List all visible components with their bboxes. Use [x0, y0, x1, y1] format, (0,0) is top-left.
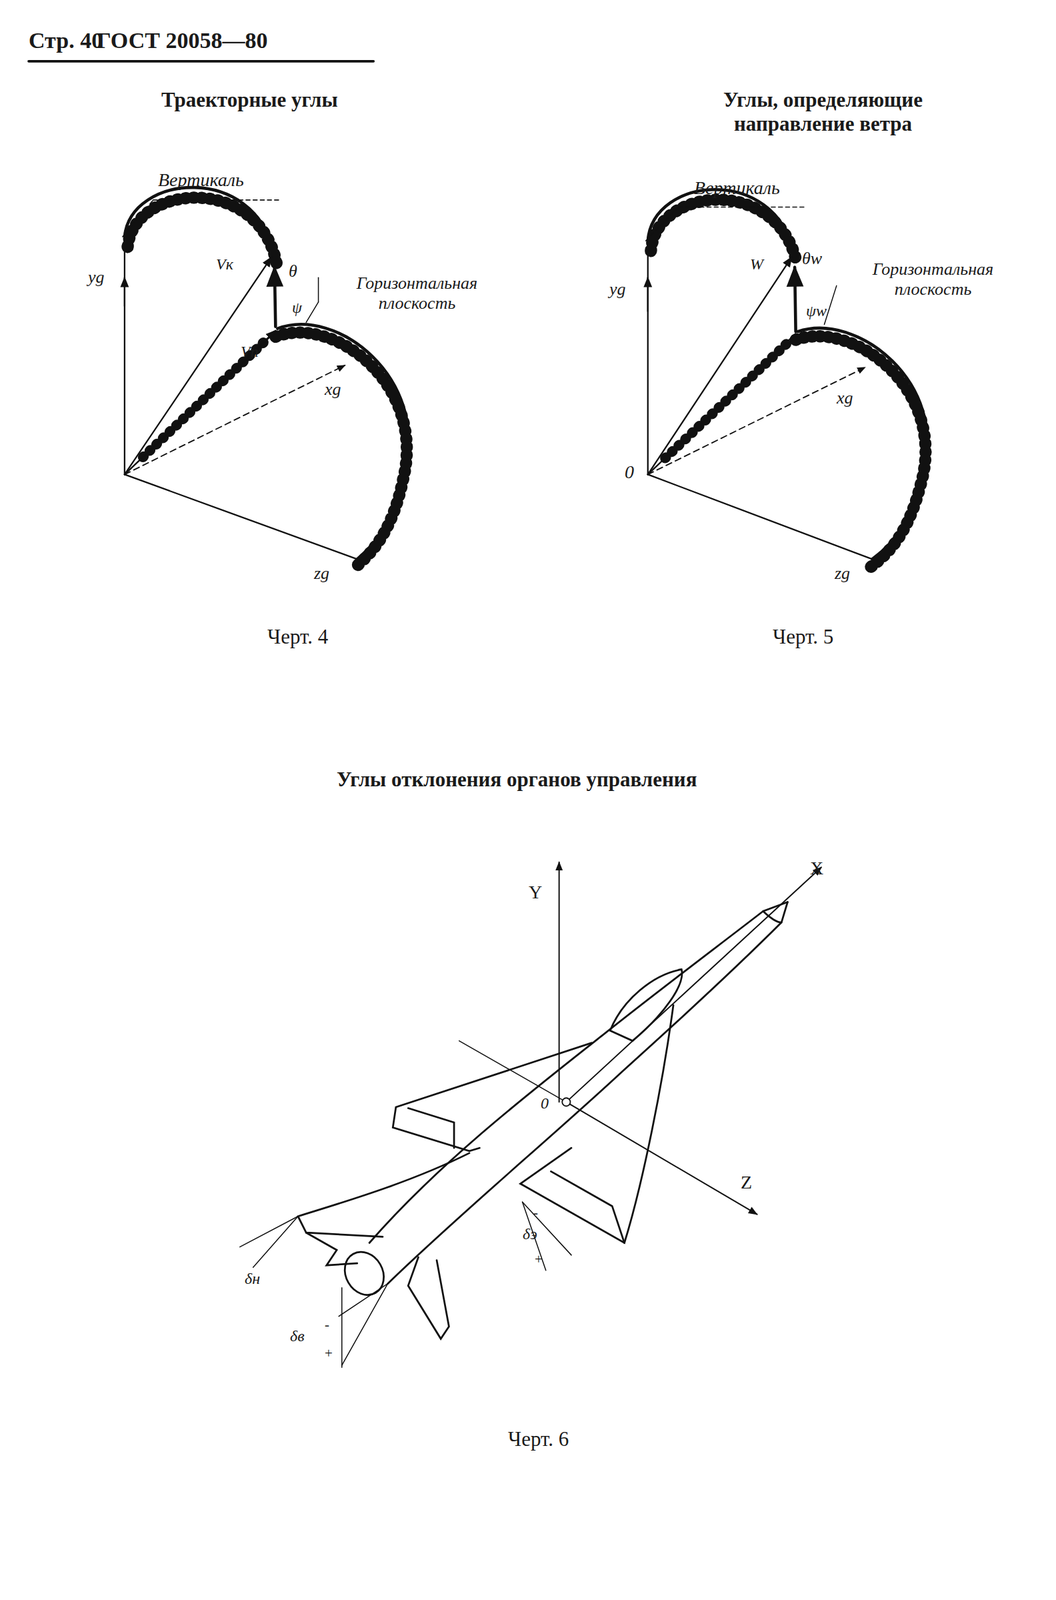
label-text: δв — [290, 1326, 305, 1346]
label-text: Углы отклонения органов управления — [336, 767, 697, 792]
aircraft-figure — [240, 862, 822, 1367]
label-text: θw — [802, 248, 822, 269]
label-text: 0 — [624, 461, 634, 483]
header-rule — [28, 60, 374, 63]
label-text: Стр. 40 — [28, 27, 103, 54]
label-text: θ — [288, 261, 298, 282]
label-text: Y — [528, 881, 542, 903]
label-text: Z — [740, 1171, 752, 1193]
label-text: Горизонтальная плоскость — [838, 259, 1028, 300]
label-text: zg — [314, 563, 330, 584]
label-text: yg — [609, 279, 626, 300]
label-text: yg — [88, 267, 105, 288]
label-text: - — [533, 1204, 538, 1220]
label-text: Черт. 4 — [267, 624, 328, 649]
label-text: zg — [834, 563, 850, 584]
label-text: δн — [244, 1269, 260, 1288]
label-text: xg — [324, 379, 342, 400]
label-text: Vк — [216, 255, 234, 274]
label-text: Углы, определяющие направление ветра — [685, 88, 961, 136]
label-text: 0 — [540, 1094, 549, 1113]
label-text: ГОСТ 20058—80 — [96, 27, 268, 54]
label-text: + — [324, 1344, 333, 1361]
label-text: xg — [836, 388, 854, 408]
label-text: ψ — [292, 298, 302, 318]
label-text: + — [534, 1250, 543, 1267]
label-text: Вертикаль — [158, 169, 244, 191]
label-text: Черт. 5 — [772, 624, 834, 649]
trajectory-angles-figure — [122, 187, 409, 568]
label-text: Вертикаль — [694, 177, 780, 199]
label-text: W — [750, 255, 764, 274]
label-text: - — [324, 1316, 330, 1332]
label-text: Траекторные углы — [161, 88, 338, 112]
label-text: Черт. 6 — [508, 1426, 569, 1451]
label-text: X — [810, 857, 824, 879]
label-text: Горизонтальная плоскость — [322, 273, 512, 314]
label-text: ψw — [806, 302, 827, 321]
wind-angles-figure — [646, 189, 928, 567]
label-text: δэ — [522, 1224, 538, 1244]
label-text: Vп — [240, 342, 259, 362]
